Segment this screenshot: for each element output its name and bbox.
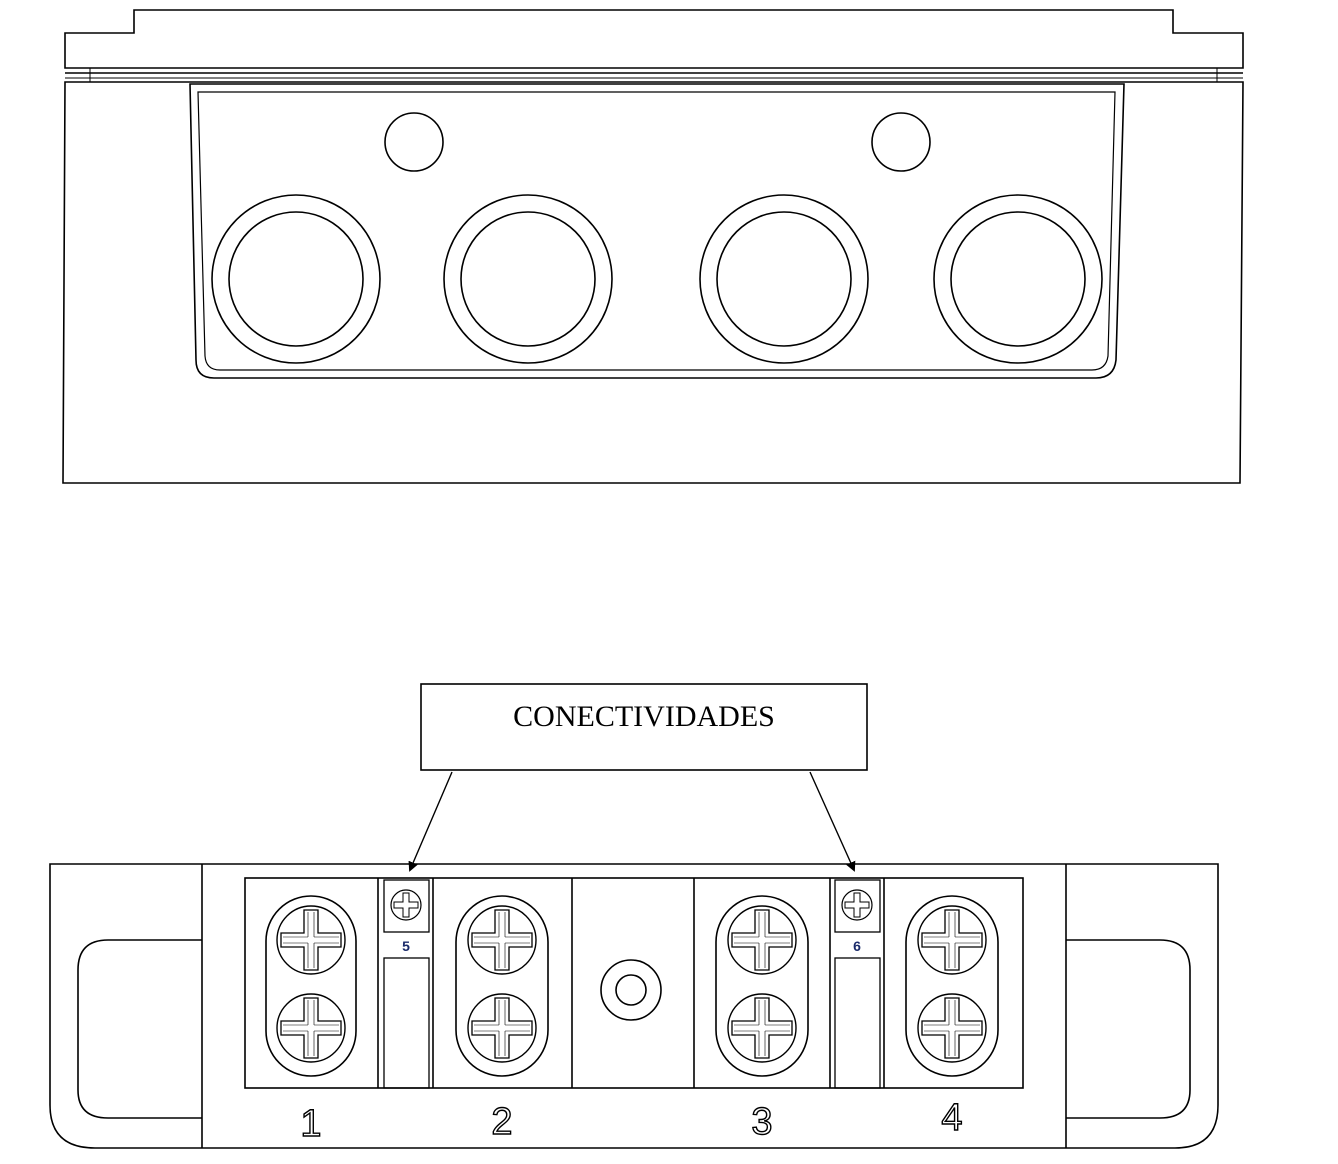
connectivity-cell-5 xyxy=(383,879,430,933)
callout-box xyxy=(420,683,868,771)
housing-body xyxy=(62,81,1244,484)
lid-outline xyxy=(64,9,1244,69)
connectivity-label-5: 5 xyxy=(402,938,410,954)
cable-entry xyxy=(211,194,381,364)
connectivity-cell-6 xyxy=(834,879,881,933)
cable-entry xyxy=(699,194,869,364)
screw-icon xyxy=(917,993,987,1063)
terminal-4 xyxy=(905,895,999,1077)
cable-entry xyxy=(443,194,613,364)
recessed-panel-outer xyxy=(189,83,1125,379)
terminal-block xyxy=(49,863,1219,1149)
callout: CONECTIVIDADES xyxy=(408,683,868,872)
center-hole xyxy=(600,959,662,1021)
terminal-2 xyxy=(455,895,549,1077)
small-screw-icon xyxy=(841,889,873,921)
terminal-1 xyxy=(265,895,357,1077)
terminal-block-outline xyxy=(49,863,1219,1149)
callout-label: CONECTIVIDADES xyxy=(513,700,775,733)
screw-icon xyxy=(467,905,537,975)
screw-icon xyxy=(727,905,797,975)
terminal-label-4: 4 xyxy=(941,1097,962,1139)
screw-icon xyxy=(276,905,346,975)
terminal-label-2: 2 xyxy=(491,1101,512,1143)
screw-icon xyxy=(276,993,346,1063)
connectivity-label-6: 6 xyxy=(853,938,861,954)
side-tab-left xyxy=(77,939,202,1119)
mounting-hole xyxy=(384,112,444,172)
callout-arrow-right xyxy=(809,771,856,872)
terminal-label-3: 3 xyxy=(751,1101,772,1143)
recessed-panel-inner xyxy=(197,91,1116,371)
screw-icon xyxy=(467,993,537,1063)
mounting-hole xyxy=(871,112,931,172)
terminal-label-1: 1 xyxy=(300,1103,321,1145)
screw-icon xyxy=(917,905,987,975)
meter-housing-front-view xyxy=(62,9,1244,484)
terminal-block-inner xyxy=(244,877,1024,1089)
cable-entry xyxy=(933,194,1103,364)
small-screw-icon xyxy=(390,889,422,921)
side-tab-right xyxy=(1066,939,1191,1119)
screw-icon xyxy=(727,993,797,1063)
callout-arrow-left xyxy=(408,771,453,872)
terminal-3 xyxy=(715,895,809,1077)
